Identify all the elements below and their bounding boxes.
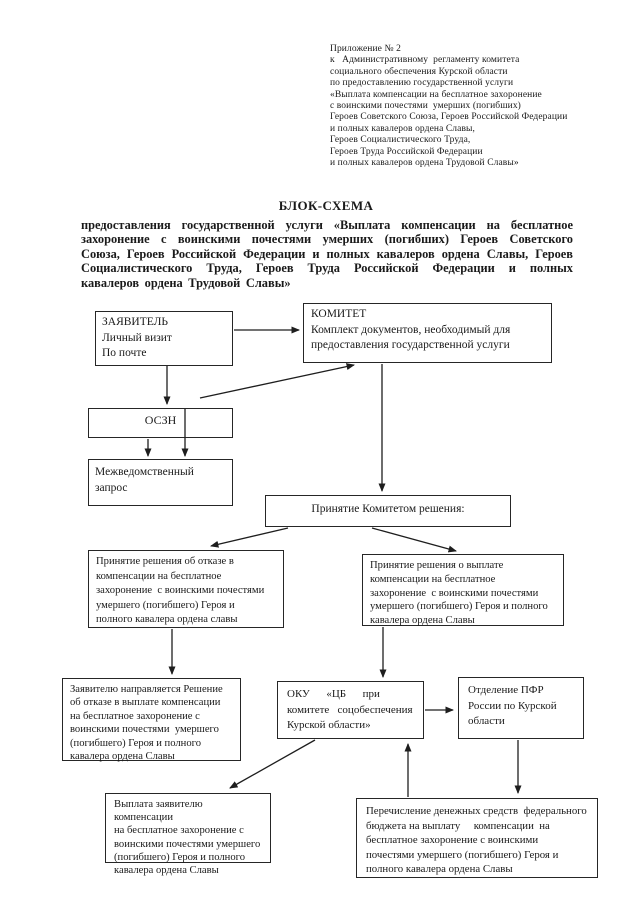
flowchart-box-interagency-request: Межведомственный запрос	[88, 459, 233, 506]
flowchart-box-funds-transfer: Перечисление денежных средств федерально…	[356, 798, 598, 878]
flowchart-box-committee: КОМИТЕТ Комплект документов, необходимый…	[303, 303, 552, 363]
document-subtitle: предоставления государственной услуги «В…	[81, 218, 573, 290]
arrow-decision-to-refusal	[210, 527, 289, 548]
document-title: БЛОК-СХЕМА	[278, 198, 374, 213]
flowchart-box-payment-decision: Принятие решения о выплате компенсации н…	[362, 554, 564, 626]
flowchart-box-oszn: ОСЗН	[88, 408, 233, 438]
flowchart-box-oku-cb: ОКУ «ЦБ при комитете соцобеспечения Курс…	[277, 681, 424, 739]
flowchart-box-refusal-notice: Заявителю направляется Решение об отказе…	[62, 678, 241, 762]
flowchart-box-committee-decision: Принятие Комитетом решения:	[265, 495, 511, 527]
arrow-decision-to-payment	[371, 527, 457, 553]
arrow-oku-to-payout	[229, 739, 316, 789]
arrow-oszn-to-committee	[199, 363, 355, 399]
flowchart-box-payout: Выплата заявителю компенсации на бесплат…	[105, 793, 271, 876]
flowchart-box-pfr-branch: Отделение ПФР России по Курской области	[458, 677, 584, 739]
flowchart-box-refusal-decision: Принятие решения об отказе в компенсации…	[88, 550, 284, 628]
annex-note: Приложение № 2 к Административному регла…	[330, 44, 568, 169]
flowchart-box-applicant: ЗАЯВИТЕЛЬ Личный визит По почте	[95, 311, 233, 366]
